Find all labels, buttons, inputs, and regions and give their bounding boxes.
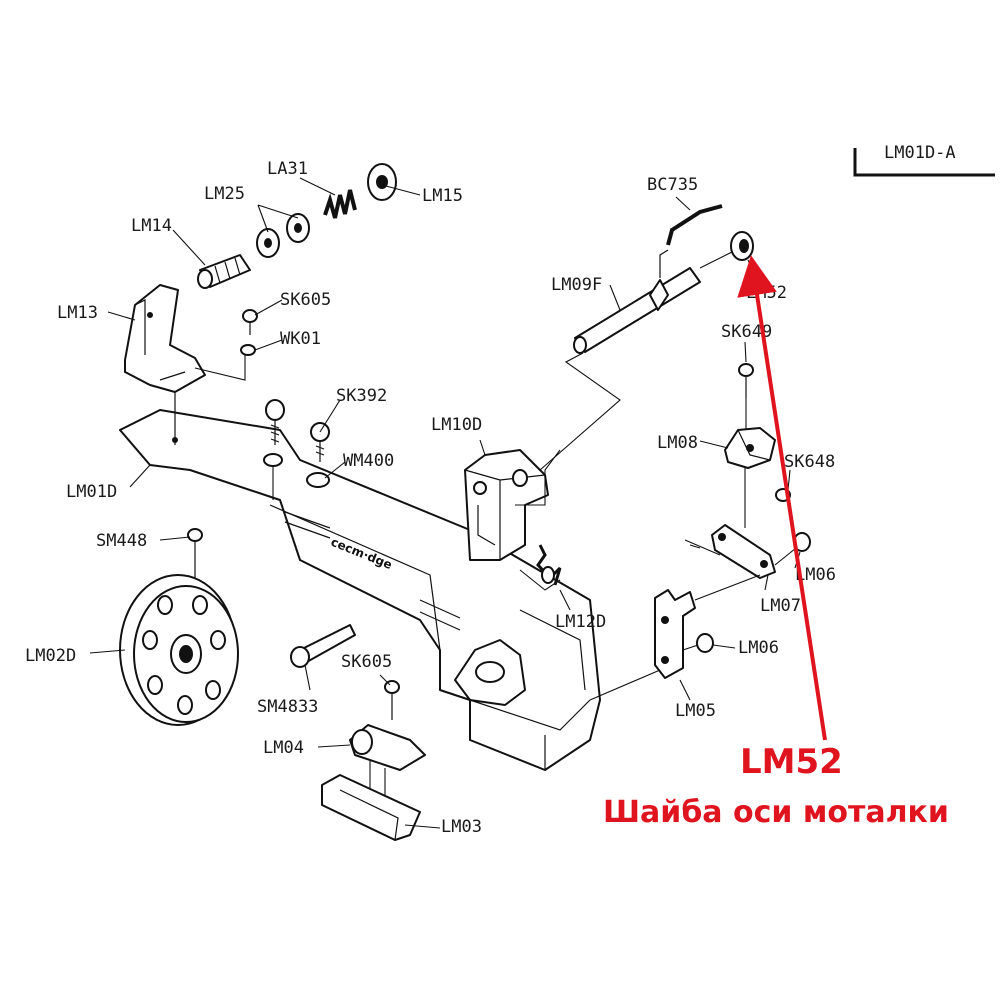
label-lm07: LM07 (760, 596, 801, 616)
highlight-callout: LM52 Шайба оси моталки (603, 255, 949, 830)
label-sk648: SK648 (784, 452, 835, 472)
label-lm01d: LM01D (66, 482, 117, 502)
disc-lm15 (367, 163, 397, 201)
screw-sk392 (263, 399, 285, 500)
label-lm13: LM13 (57, 303, 98, 323)
label-sm448: SM448 (96, 531, 147, 551)
screw-sk649 (738, 363, 754, 430)
label-wk01: WK01 (280, 329, 321, 349)
bracket-lm13 (124, 284, 246, 393)
washers-lm25 (256, 213, 310, 258)
arm-lm07 (684, 468, 776, 579)
part-labels: LA31 LM25 LM15 LM14 LM13 SK605 WK01 SK39… (25, 159, 836, 837)
wire-bc735 (666, 204, 723, 246)
sheet-id: LM01D-A (884, 143, 956, 163)
spring-lm12d (519, 544, 562, 591)
screw-sk605-bottom (384, 680, 400, 720)
label-lm04: LM04 (263, 738, 304, 758)
callout-arrow (737, 255, 827, 741)
label-lm10d: LM10D (431, 415, 482, 435)
label-lm15: LM15 (422, 186, 463, 206)
label-lm08: LM08 (657, 433, 698, 453)
label-sm4833: SM4833 (257, 697, 318, 717)
label-lm25: LM25 (204, 184, 245, 204)
block-lm10d (464, 449, 561, 561)
shaft-lm09f (539, 249, 701, 471)
label-lm03: LM03 (441, 817, 482, 837)
label-lm12d: LM12D (555, 612, 606, 632)
washer-lm52 (699, 231, 754, 269)
pulley-lm02d (119, 574, 239, 726)
label-lm14: LM14 (131, 216, 172, 236)
plate-hub (454, 639, 526, 706)
screw-sk605-top (240, 309, 258, 356)
label-sk605-top: SK605 (280, 290, 331, 310)
label-lm52: LM52 (746, 283, 787, 303)
pin-sm4833 (290, 624, 356, 668)
spring-la31 (323, 189, 357, 219)
label-lm06-lower: LM06 (738, 638, 779, 658)
label-bc735: BC735 (647, 175, 698, 195)
screw-lm06-lower (682, 633, 714, 653)
guide-lm08 (724, 427, 776, 469)
callout-part-code: LM52 (740, 742, 843, 782)
label-lm09f: LM09F (551, 275, 602, 295)
callout-part-description: Шайба оси моталки (603, 795, 949, 830)
label-sk605-bottom: SK605 (341, 652, 392, 672)
screw-lm14 (197, 254, 251, 289)
label-sk649: SK649 (721, 322, 772, 342)
label-lm02d: LM02D (25, 646, 76, 666)
bracket-lm05 (589, 574, 761, 701)
block-lm03 (321, 774, 421, 841)
label-sk392: SK392 (336, 386, 387, 406)
label-wm400: WM400 (343, 451, 394, 471)
label-lm05: LM05 (675, 701, 716, 721)
label-lm06-upper: LM06 (795, 565, 836, 585)
label-la31: LA31 (267, 159, 308, 179)
latch-lm04 (349, 724, 426, 800)
sheet-id-corner: LM01D-A (853, 143, 995, 177)
